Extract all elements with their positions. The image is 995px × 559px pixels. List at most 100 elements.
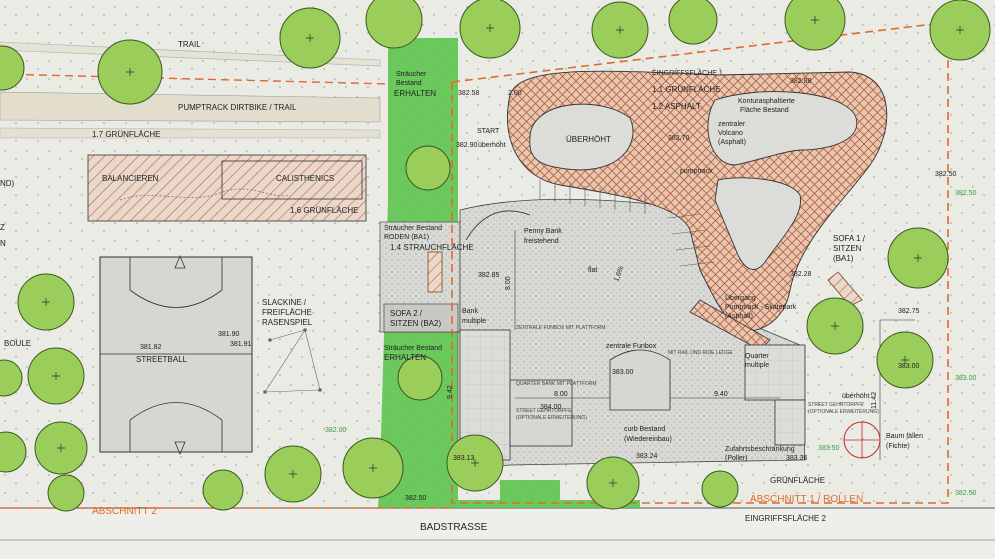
svg-text:381.90: 381.90: [218, 331, 240, 338]
label-straeucher-low: Sträucher Bestand: [384, 345, 442, 352]
label-start-ueberhoeht: überhöht: [478, 142, 506, 149]
label-strauchflaeche-14: 1.4 STRAUCHFLÄCHE: [390, 243, 474, 252]
svg-text:381.82: 381.82: [140, 344, 162, 351]
label-sofa1-3: (BA1): [833, 254, 854, 263]
tree-icon: [0, 359, 23, 397]
label-eingriffsflaeche-1: EINGRIFFSFLÄCHE 1: [652, 69, 723, 77]
svg-text:382.70: 382.70: [668, 135, 690, 142]
svg-text:383.50: 383.50: [818, 445, 840, 452]
label-funbox: zentrale Funbox: [606, 343, 657, 350]
zentrale-funbox: [609, 349, 671, 411]
label-curb-1: curb Bestand: [624, 426, 665, 433]
svg-text:383.00: 383.00: [955, 375, 977, 382]
label-eingriffsflaeche-2: EINGRIFFSFLÄCHE 2: [745, 514, 826, 523]
fine-text: STREET GEHRTORPFE: [516, 408, 572, 414]
label-slackline-3: RASENSPIEL: [262, 318, 313, 327]
slackline-lines: [263, 328, 322, 394]
svg-text:382.90: 382.90: [456, 142, 478, 149]
svg-text:11.42: 11.42: [871, 392, 878, 409]
label-gruenflaeche-11: 1.1 GRÜNFLÄCHE: [652, 85, 720, 94]
label-edge-n: N: [0, 239, 6, 248]
label-abschnitt-2: ABSCHNITT 2: [92, 506, 157, 517]
label-straeucher-mid: Sträucher Bestand: [384, 225, 442, 232]
label-volcano-1: zentraler: [718, 121, 746, 128]
label-sofa1-1: SOFA 1 /: [833, 234, 866, 243]
tree-icon: [0, 45, 25, 91]
label-pumptrack-dirtbike: PUMPTRACK DIRTBIKE / TRAIL: [178, 103, 297, 112]
label-gruenflaeche-16: 1.6 GRÜNFLÄCHE: [290, 206, 358, 215]
svg-text:9.42: 9.42: [447, 385, 454, 399]
label-sofa2-1: SOFA 2 /: [390, 309, 423, 318]
label-badstrasse: BADSTRASSE: [420, 522, 488, 533]
tree-icon: [397, 355, 443, 401]
label-asphalt-12: 1.2 ASPHALT: [652, 102, 701, 111]
svg-text:382.50: 382.50: [935, 171, 957, 178]
quarter-multiple: [744, 344, 806, 401]
tree-icon: [405, 145, 451, 191]
svg-text:384.00: 384.00: [540, 404, 562, 411]
label-bank-2: multiple: [462, 318, 486, 325]
label-zufahrt-2: (Poller): [725, 455, 748, 462]
label-ueberhoeht: ÜBERHÖHT: [566, 135, 611, 144]
label-balancieren: BALANCIEREN: [102, 174, 159, 183]
trail-paths: [0, 41, 391, 139]
label-kontur-1: Konturasphaltierte: [738, 98, 795, 105]
label-curb-2: (Wiedereinbau): [624, 436, 672, 443]
label-streetball: STREETBALL: [136, 355, 188, 364]
label-penny-2: freistehend: [524, 238, 559, 245]
fine-text: (OPTIONALE ERWEITERUNG): [808, 409, 879, 415]
tree-centers: [42, 16, 964, 487]
svg-text:381.91: 381.91: [230, 341, 252, 348]
label-uebergang-1: Übergang: [725, 294, 756, 302]
label-slackline-2: FREIFLÄCHE: [262, 308, 312, 317]
svg-text:9.40: 9.40: [714, 391, 728, 398]
label-roden: RODEN (BA1): [384, 234, 429, 241]
label-kontur-2: Fläche Bestand: [740, 107, 789, 114]
label-edge-z: Z: [0, 223, 5, 232]
label-uebergang-3: (Asphalt): [725, 313, 753, 320]
quarter-bank-platform: [509, 379, 573, 447]
label-slackline-1: SLACKINE /: [262, 298, 307, 307]
label-abschnitt-1: ABSCHNITT 1 / ROLLEN: [750, 494, 863, 505]
label-penny-1: Penny Bank: [524, 228, 562, 235]
label-sofa2-2: SITZEN (BA2): [390, 319, 441, 328]
streetball-court: [99, 254, 253, 456]
dimension-labels: 8.00 9.42 8.00 9.40 11.42: [447, 276, 878, 409]
label-straeucher-top: Sträucher: [396, 71, 427, 78]
label-quarter-1: Quarter: [745, 353, 769, 360]
tree-icon: [784, 0, 846, 51]
label-boule: BOULE: [4, 339, 31, 348]
svg-text:382.58: 382.58: [458, 90, 480, 97]
tree-icon: [701, 470, 739, 508]
label-trail: TRAIL: [178, 40, 201, 49]
svg-text:8.00: 8.00: [505, 276, 512, 290]
fine-text: (OPTIONALE ERWEITERUNG): [516, 415, 587, 421]
tree-icon: [47, 474, 85, 512]
svg-text:8.00: 8.00: [554, 391, 568, 398]
plan-labels: TRAIL PUMPTRACK DIRTBIKE / TRAIL 1.7 GRÜ…: [0, 40, 923, 533]
label-edge-nd: ND): [0, 179, 15, 188]
fine-text: STREET GEHRTORPFE: [808, 402, 864, 408]
tree-icon: [365, 0, 423, 49]
svg-text:382.28: 382.28: [790, 271, 812, 278]
label-quarter-2: multiple: [745, 362, 769, 369]
elevation-labels: 382.58 2.00 382.88 382.90 382.70 382.85 …: [140, 78, 977, 502]
balancieren-calisthenics-area: [87, 154, 367, 222]
label-gruenflaeche-17: 1.7 GRÜNFLÄCHE: [92, 130, 160, 139]
label-baum-2: (Fichte): [886, 443, 910, 450]
label-calisthenics: CALISTHENICS: [276, 174, 334, 183]
label-flat: flat: [588, 267, 597, 274]
svg-text:383.00: 383.00: [612, 369, 634, 376]
tree-icon: [0, 431, 27, 473]
label-volcano-2: Volcano: [718, 130, 743, 137]
svg-text:2.00: 2.00: [508, 90, 522, 97]
label-gruenflaeche-bottom: GRÜNFLÄCHE: [770, 476, 825, 485]
fine-text: ZENTRALE FUNBOX MIT PLATTFORM: [516, 325, 606, 331]
label-baum-1: Baum fällen: [886, 433, 923, 440]
label-sofa1-2: SITZEN: [833, 244, 862, 253]
ramp-lines: [539, 180, 715, 267]
tree-removal-marker: [843, 421, 881, 459]
fine-text: QUARTER BANK MIT PLATTFORM: [516, 381, 597, 387]
svg-text:383.24: 383.24: [636, 453, 658, 460]
